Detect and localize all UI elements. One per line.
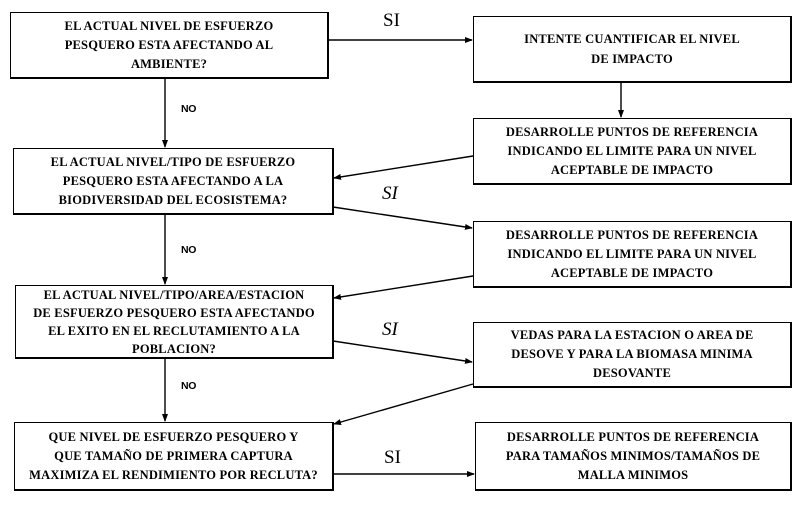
- action-text-3: DESARROLLE PUNTOS DE REFERENCIA INDICAND…: [505, 227, 759, 280]
- edge-a4-q4: [333, 383, 474, 425]
- question-box-4: QUE NIVEL DE ESFUERZO PESQUERO Y QUE TAM…: [14, 422, 334, 491]
- question-text-1: EL ACTUAL NIVEL DE ESFUERZO PESQUERO EST…: [64, 18, 274, 71]
- yes-label-3: SI: [382, 319, 398, 340]
- action-text-2: DESARROLLE PUNTOS DE REFERENCIA INDICAND…: [505, 124, 759, 177]
- action-box-1: INTENTE CUANTIFICAR EL NIVEL DE IMPACTO: [473, 16, 792, 83]
- yes-label-1: SI: [383, 10, 400, 31]
- question-box-3: EL ACTUAL NIVEL/TIPO/AREA/ESTACION DE ES…: [15, 285, 334, 359]
- question-box-2: EL ACTUAL NIVEL/TIPO DE ESFUERZO PESQUER…: [13, 148, 334, 215]
- question-text-2: EL ACTUAL NIVEL/TIPO DE ESFUERZO PESQUER…: [50, 154, 296, 207]
- action-box-5: DESARROLLE PUNTOS DE REFERENCIA PARA TAM…: [475, 422, 792, 491]
- edge-q2-a3: [332, 206, 473, 230]
- action-text-5: DESARROLLE PUNTOS DE REFERENCIA PARA TAM…: [505, 429, 761, 482]
- question-text-3: EL ACTUAL NIVEL/TIPO/AREA/ESTACION DE ES…: [33, 287, 315, 356]
- question-box-1: EL ACTUAL NIVEL DE ESFUERZO PESQUERO EST…: [10, 12, 329, 79]
- action-box-3: DESARROLLE PUNTOS DE REFERENCIA INDICAND…: [473, 221, 792, 288]
- yes-label-2: SI: [382, 183, 398, 204]
- no-label-2: NO: [181, 244, 197, 256]
- edge-a2-q2: [333, 155, 474, 180]
- action-box-4: VEDAS PARA LA ESTACION O AREA DE DESOVE …: [473, 322, 792, 388]
- no-label-3: NO: [181, 380, 197, 392]
- action-text-1: INTENTE CUANTIFICAR EL NIVEL DE IMPACTO: [524, 32, 740, 66]
- yes-label-4: SI: [384, 447, 401, 468]
- no-label-1: NO: [181, 103, 197, 115]
- edge-a3-q3: [333, 275, 474, 300]
- edge-q3-a4: [332, 340, 473, 364]
- action-text-4: VEDAS PARA LA ESTACION O AREA DE DESOVE …: [510, 328, 754, 380]
- question-text-4: QUE NIVEL DE ESFUERZO PESQUERO Y QUE TAM…: [29, 429, 318, 482]
- action-box-2: DESARROLLE PUNTOS DE REFERENCIA INDICAND…: [473, 118, 792, 185]
